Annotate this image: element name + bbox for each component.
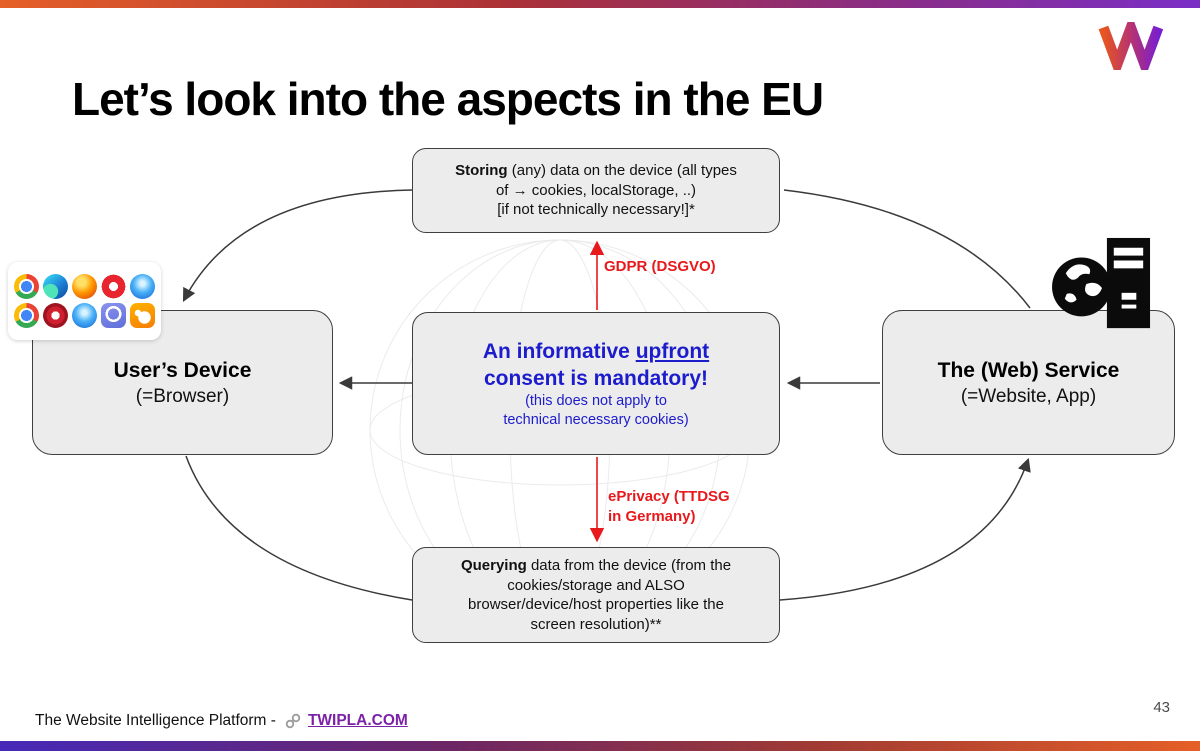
consent-box: An informative upfront consent is mandat… <box>412 312 780 455</box>
opera-icon <box>101 274 126 299</box>
samsung-internet-icon <box>101 303 126 328</box>
querying-line-1: Querying data from the device (from the <box>460 557 732 574</box>
curve-service-to-storing <box>783 189 1031 309</box>
chrome-icon <box>14 303 39 328</box>
top-gradient-bar <box>0 0 1200 8</box>
web-service-title: The (Web) Service <box>937 358 1120 382</box>
consent-line-2: consent is mandatory! <box>483 366 709 390</box>
curve-querying-to-service <box>779 457 1031 601</box>
storing-line-3: [if not technically necessary!]* <box>497 201 695 219</box>
uc-browser-icon <box>130 303 155 328</box>
storing-box: Storing (any) data on the device (all ty… <box>412 148 780 233</box>
globe-server-icon <box>1052 237 1151 329</box>
eprivacy-label: ePrivacy (TTDSG in Germany) <box>608 488 730 525</box>
bottom-gradient-bar <box>0 741 1200 751</box>
footer-text: The Website Intelligence Platform - <box>35 712 276 729</box>
browser-icons <box>14 274 155 328</box>
querying-line-3: browser/device/host properties like the <box>468 596 724 613</box>
page-title: Let’s look into the aspects in the EU <box>72 73 824 125</box>
chain-link-icon <box>285 713 301 729</box>
storing-line-2: of → cookies, localStorage, ..) <box>495 181 697 199</box>
storing-line-1: Storing (any) data on the device (all ty… <box>455 162 737 180</box>
footer: The Website Intelligence Platform - TWIP… <box>35 712 408 730</box>
web-service-box: The (Web) Service (=Website, App) <box>882 310 1175 455</box>
querying-line-2: cookies/storage and ALSO <box>507 576 685 594</box>
twipla-w-logo-icon <box>1098 22 1164 70</box>
browser-icons-panel <box>8 262 161 340</box>
user-device-subtitle: (=Browser) <box>135 385 230 407</box>
edge-icon <box>43 274 68 299</box>
gdpr-label: GDPR (DSGVO) <box>604 258 716 275</box>
page-number: 43 <box>1153 699 1170 716</box>
consent-note-1: (this does not apply to <box>525 392 667 409</box>
twipla-link[interactable]: TWIPLA.COM <box>307 712 408 729</box>
consent-line-1: An informative upfront <box>482 339 710 363</box>
chrome-icon <box>14 274 39 299</box>
curve-storing-to-device <box>182 189 413 302</box>
querying-line-4: screen resolution)** <box>530 615 662 633</box>
user-device-title: User’s Device <box>113 358 252 382</box>
safari-icon <box>72 303 97 328</box>
web-service-subtitle: (=Website, App) <box>960 385 1097 407</box>
safari-icon <box>130 274 155 299</box>
querying-box: Querying data from the device (from the … <box>412 547 780 643</box>
curve-device-to-querying <box>185 455 413 601</box>
firefox-icon <box>72 274 97 299</box>
opera-mini-icon <box>43 303 68 328</box>
consent-note-2: technical necessary cookies) <box>503 411 689 428</box>
